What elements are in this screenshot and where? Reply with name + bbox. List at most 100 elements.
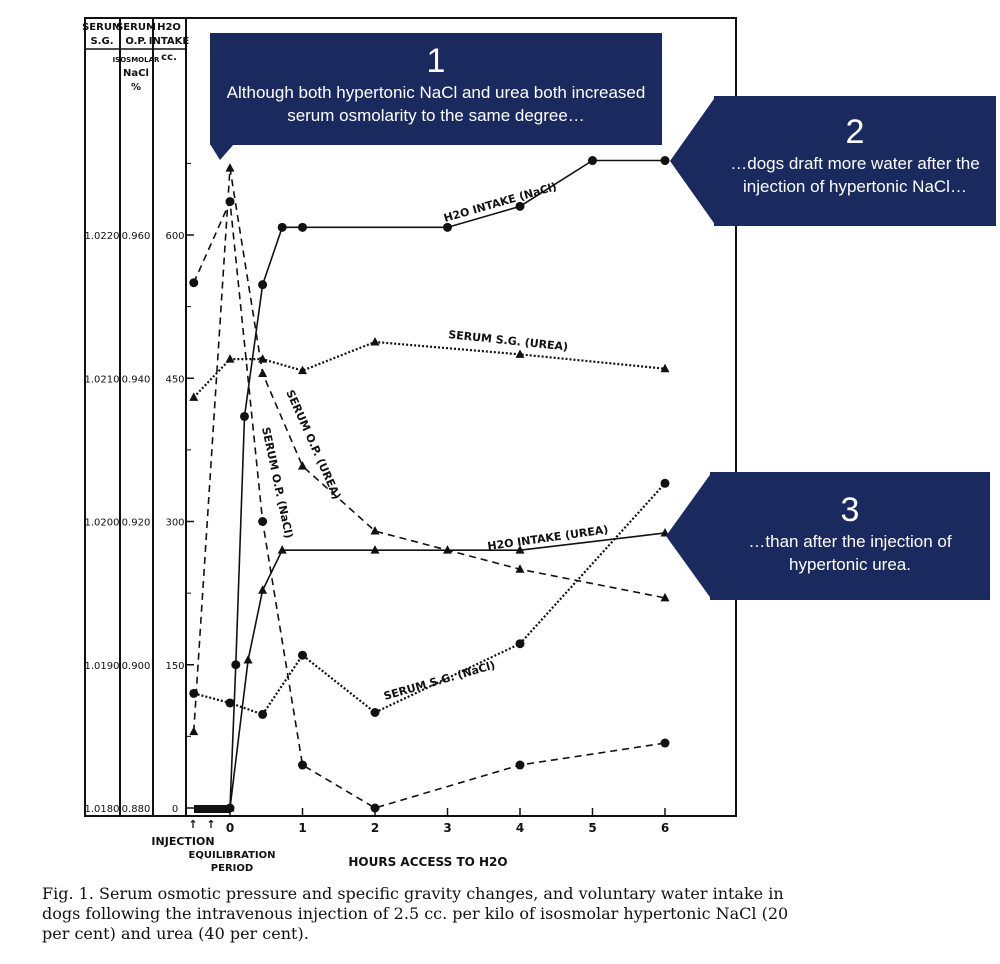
ytick-label-axis2-2: 0.920 (122, 518, 151, 529)
series-label-5: SERUM O.P. (UREA) (283, 388, 343, 501)
series-1-point-7 (515, 201, 525, 211)
injection-label: INJECTION (151, 835, 214, 848)
series-layer (189, 156, 670, 813)
series-2-point-0 (225, 803, 235, 812)
callout-2-pointer (670, 96, 716, 226)
series-4-point-3 (298, 650, 307, 660)
callout-1-text: Although both hypertonic NaCl and urea b… (226, 83, 646, 125)
series-2-point-2 (258, 585, 268, 594)
ytick-label-axis1-2: 1.0200 (85, 518, 120, 529)
callout-3-text: …than after the injection of hypertonic … (748, 532, 952, 574)
equilibration-bar (194, 805, 230, 813)
callout-2: 2 …dogs draft more water after the injec… (714, 96, 996, 226)
series-6-point-3 (298, 760, 307, 770)
series-5-point-6 (660, 592, 670, 602)
callout-1-number: 1 (426, 42, 446, 80)
series-2-point-1 (243, 654, 253, 664)
axis-header-1-line-1: SERUM (82, 22, 122, 33)
callout-3-number: 3 (840, 491, 860, 529)
series-5-point-5 (515, 564, 525, 573)
series-label-3: SERUM S.G. (UREA) (448, 328, 569, 353)
series-1-point-2 (240, 411, 249, 421)
series-2-point-3 (277, 545, 287, 554)
callout-1: 1 Although both hypertonic NaCl and urea… (210, 33, 662, 145)
series-6-point-5 (515, 760, 525, 770)
axis-header-2-line-2: O.P. (125, 36, 146, 47)
xtick-label-3: 3 (443, 821, 451, 835)
x-axis-label: HOURS ACCESS TO H2O (348, 855, 507, 869)
equilibration-arrow: ↑ (206, 818, 215, 831)
series-3-point-3 (298, 365, 307, 375)
ytick-label-axis3-4: 0 (172, 804, 178, 815)
series-2-point-4 (370, 545, 380, 554)
series-3-point-6 (660, 363, 670, 373)
axis-header-1-line-2: S.G. (90, 36, 113, 47)
ytick-label-axis3-1: 450 (165, 374, 184, 385)
series-1-point-1 (231, 660, 241, 670)
chart: SERUMS.G.SERUMO.P.H2OINTAKEISOSMOLARNaCl… (82, 17, 737, 874)
ytick-label-axis2-0: 0.960 (122, 231, 151, 242)
series-1-point-6 (443, 222, 452, 232)
ytick-label-axis1-0: 1.0220 (85, 231, 120, 242)
callout-3: 3 …than after the injection of hypertoni… (710, 472, 990, 600)
series-3-point-1 (225, 354, 235, 363)
series-label-4: SERUM S.G. (NaCl) (382, 659, 496, 703)
ytick-label-axis3-0: 600 (165, 231, 184, 242)
callout-2-number: 2 (845, 113, 865, 151)
xtick-label-1: 1 (298, 821, 306, 835)
xtick-label-2: 2 (371, 821, 379, 835)
axis-header-2-line-1: SERUM (116, 22, 156, 33)
series-3-point-4 (370, 336, 380, 346)
ytick-label-axis2-1: 0.940 (122, 374, 151, 385)
series-1-point-8 (588, 156, 597, 166)
series-6-point-1 (225, 197, 235, 207)
xtick-label-6: 6 (661, 821, 669, 835)
ytick-label-axis1-4: 1.0180 (85, 804, 120, 815)
series-1-point-3 (258, 280, 268, 290)
axis-header-2-sub: ISOSMOLAR (113, 56, 160, 64)
series-line-2 (229, 532, 666, 809)
series-5-point-4 (370, 526, 380, 535)
series-2-point-6 (515, 545, 525, 554)
series-line-1 (229, 159, 665, 809)
figure-caption: Fig. 1. Serum osmotic pressure and speci… (42, 884, 789, 943)
series-5-point-2 (258, 368, 268, 377)
series-label-2: H2O INTAKE (UREA) (487, 523, 609, 553)
ytick-label-axis1-3: 1.0190 (85, 661, 120, 672)
series-1-point-4 (277, 222, 287, 232)
callout-3-pointer (666, 472, 712, 600)
series-6-point-0 (189, 278, 199, 288)
axis-header-2-unit: NaCl (123, 68, 149, 79)
series-1-point-9 (660, 156, 670, 166)
series-4-point-5 (515, 639, 525, 649)
series-4-point-4 (370, 708, 380, 717)
axis-header-3-line-2: INTAKE (149, 36, 190, 47)
xtick-label-5: 5 (588, 821, 596, 835)
ytick-label-axis1-1: 1.0210 (85, 374, 120, 385)
equilibration-label-line2: PERIOD (211, 863, 253, 874)
x-ticks: 0 1 2 3 4 5 6 (226, 808, 669, 835)
series-6-point-4 (370, 803, 380, 813)
injection-arrow: ↑ (188, 818, 197, 831)
series-6-point-6 (660, 738, 670, 748)
axis-headers: SERUMS.G.SERUMO.P.H2OINTAKEISOSMOLARNaCl… (82, 22, 189, 93)
series-labels: H2O INTAKE (NaCl)H2O INTAKE (UREA)SERUM … (259, 180, 609, 703)
callout-2-text: …dogs draft more water after the injecti… (730, 154, 980, 196)
ytick-label-axis2-4: 0.880 (122, 804, 151, 815)
xtick-label-4: 4 (516, 821, 524, 835)
series-5-point-0 (189, 726, 199, 736)
axis-header-3-line-1: H2O (157, 22, 181, 33)
ytick-label-axis3-2: 300 (165, 518, 184, 529)
series-5-point-1 (225, 163, 235, 172)
series-4-point-6 (660, 478, 670, 488)
series-3-point-5 (515, 349, 525, 358)
series-4-point-1 (225, 698, 235, 708)
series-line-3 (192, 340, 666, 399)
series-5-point-3 (298, 461, 307, 470)
ytick-label-axis3-3: 150 (165, 661, 184, 672)
axis-header-2-pct: % (131, 82, 141, 93)
series-4-point-2 (258, 709, 268, 719)
xtick-label-0: 0 (226, 821, 234, 835)
equilibration-label-line1: EQUILIBRATION (189, 850, 276, 861)
